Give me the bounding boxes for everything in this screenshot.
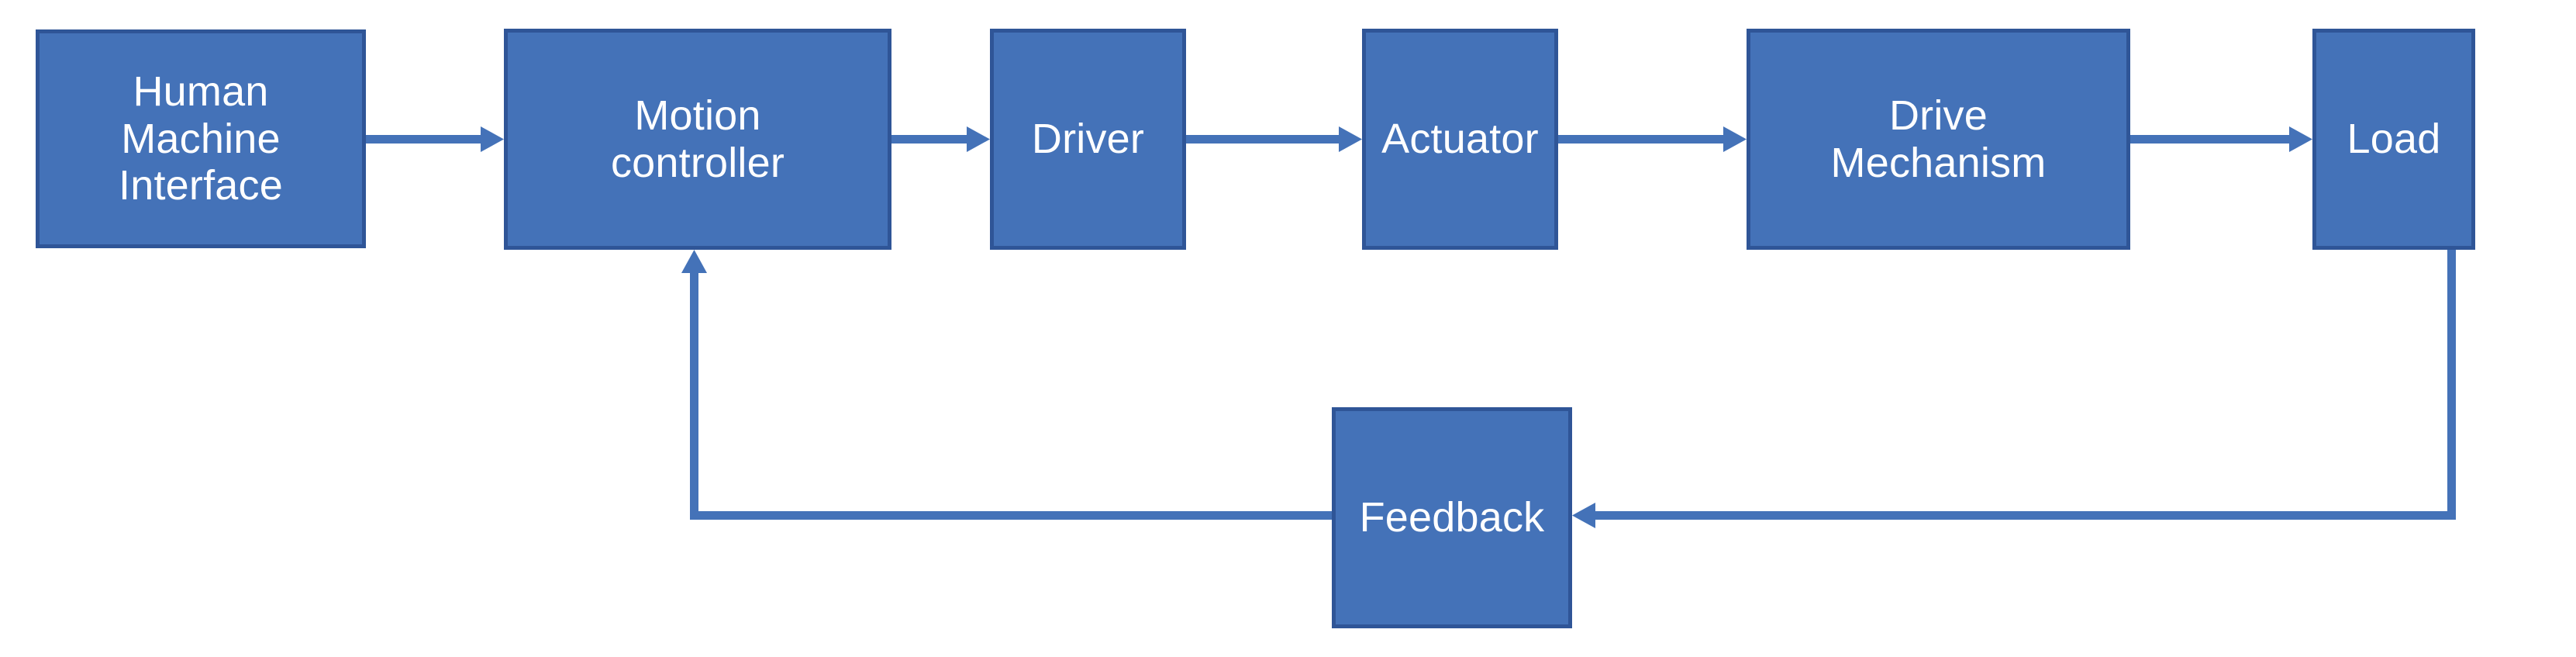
node-actuator[interactable]: Actuator <box>1362 29 1558 250</box>
connector-load-to-feedback <box>1572 250 2456 528</box>
node-feedback[interactable]: Feedback <box>1332 407 1572 628</box>
connector-hmi-to-controller <box>366 126 504 152</box>
connector-actuator-to-mechanism <box>1558 126 1747 152</box>
node-label: Actuator <box>1381 116 1539 163</box>
connector-controller-to-driver <box>891 126 990 152</box>
node-driver[interactable]: Driver <box>990 29 1186 250</box>
node-label: Driver <box>1031 116 1145 163</box>
node-label: Motion controller <box>610 92 785 186</box>
node-motion-controller[interactable]: Motion controller <box>504 29 891 250</box>
node-human-machine-interface[interactable]: Human Machine Interface <box>36 29 366 248</box>
connector-mechanism-to-load <box>2130 126 2312 152</box>
node-label: Feedback <box>1359 494 1545 541</box>
connector-driver-to-actuator <box>1186 126 1362 152</box>
node-drive-mechanism[interactable]: Drive Mechanism <box>1747 29 2130 250</box>
connector-feedback-to-controller <box>681 250 1332 520</box>
node-label: Drive Mechanism <box>1830 92 2047 186</box>
node-load[interactable]: Load <box>2312 29 2475 250</box>
node-label: Human Machine Interface <box>119 68 283 209</box>
node-label: Load <box>2347 116 2441 163</box>
